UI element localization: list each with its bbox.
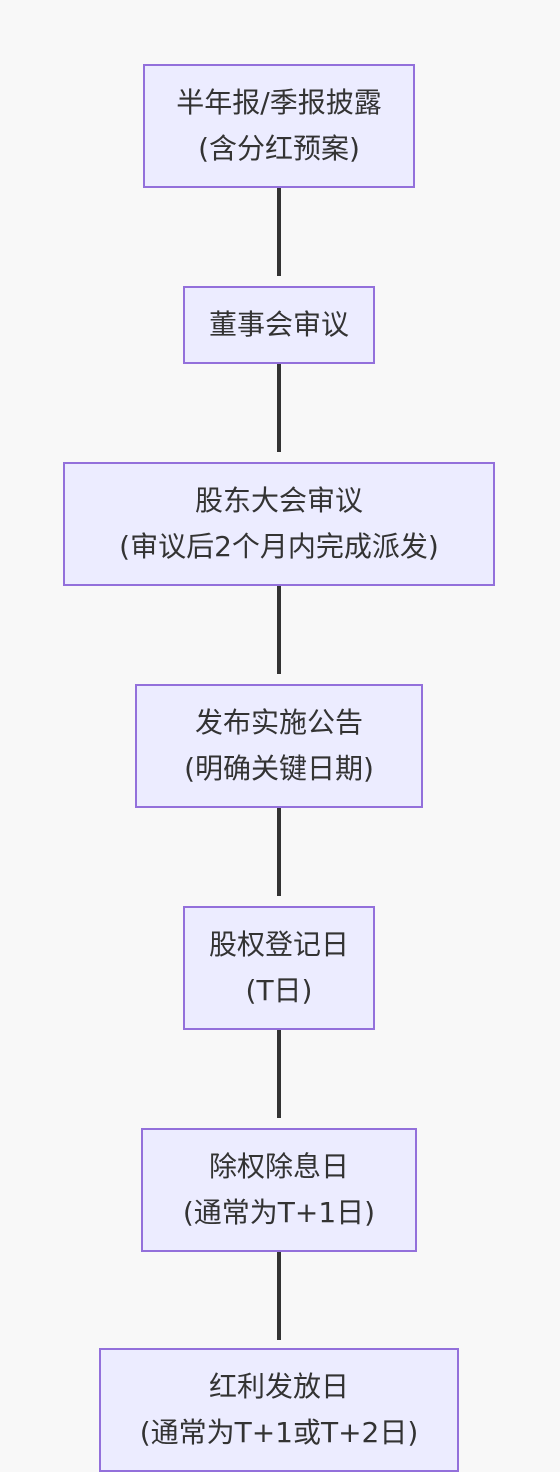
node-dividend-payment-date-line-2: (通常为T+1或T+2日) (139, 1416, 419, 1449)
node-record-date-line-2: (T日) (245, 974, 313, 1007)
node-half-year-quarterly-report-line-2: (含分红预案) (198, 132, 360, 165)
node-dividend-payment-date: 红利发放日 (通常为T+1或T+2日) (99, 1348, 459, 1472)
node-half-year-quarterly-report-line-1: 半年报/季报披露 (176, 86, 382, 119)
edge-ex-dividend-to-payment (277, 1252, 281, 1340)
node-dividend-payment-date-line-1: 红利发放日 (208, 1370, 349, 1403)
node-board-review: 董事会审议 (183, 286, 375, 364)
node-board-review-line-1: 董事会审议 (208, 308, 349, 341)
node-record-date-line-1: 股权登记日 (208, 928, 349, 961)
node-record-date: 股权登记日 (T日) (183, 906, 375, 1030)
node-ex-dividend-date-line-1: 除权除息日 (208, 1150, 349, 1183)
edge-announcement-to-record-date (277, 808, 281, 896)
node-implementation-announcement: 发布实施公告 (明确关键日期) (135, 684, 423, 808)
edge-report-to-board (277, 188, 281, 276)
node-shareholders-meeting: 股东大会审议 (审议后2个月内完成派发) (63, 462, 495, 586)
edge-shareholders-to-announcement (277, 586, 281, 674)
node-implementation-announcement-line-1: 发布实施公告 (194, 706, 363, 739)
node-ex-dividend-date: 除权除息日 (通常为T+1日) (141, 1128, 417, 1252)
edge-board-to-shareholders (277, 364, 281, 452)
node-shareholders-meeting-line-2: (审议后2个月内完成派发) (119, 530, 439, 563)
node-implementation-announcement-line-2: (明确关键日期) (184, 752, 374, 785)
node-ex-dividend-date-line-2: (通常为T+1日) (182, 1196, 376, 1229)
node-shareholders-meeting-line-1: 股东大会审议 (194, 484, 363, 517)
node-half-year-quarterly-report: 半年报/季报披露 (含分红预案) (143, 64, 415, 188)
edge-record-to-ex-dividend (277, 1030, 281, 1118)
dividend-process-flowchart: 半年报/季报披露 (含分红预案) 董事会审议 股东大会审议 (审议后2个月内完成… (63, 64, 495, 1472)
